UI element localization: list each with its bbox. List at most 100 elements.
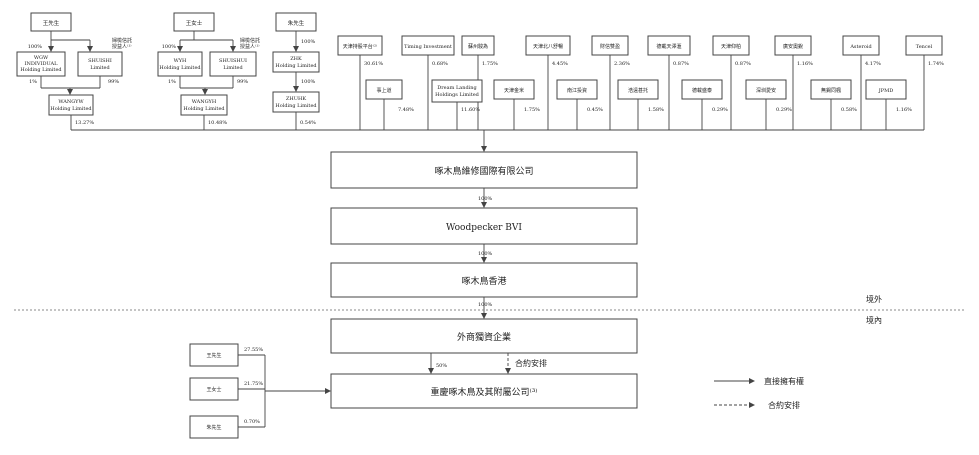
svg-text:99%: 99% — [108, 79, 119, 85]
svg-text:11.60%: 11.60% — [461, 107, 480, 113]
svg-text:1%: 1% — [168, 79, 176, 85]
svg-text:7.48%: 7.48% — [398, 107, 414, 113]
svg-text:100%: 100% — [478, 251, 493, 257]
wangyw-box — [48, 94, 94, 116]
svg-text:Holding Limited: Holding Limited — [20, 67, 62, 73]
svg-text:0.29%: 0.29% — [776, 107, 792, 113]
svg-text:4.17%: 4.17% — [865, 61, 881, 67]
svg-text:Holding Limited: Holding Limited — [275, 103, 317, 109]
svg-text:SHUISHI: SHUISHI — [88, 58, 112, 64]
svg-text:德載天澤滙: 德載天澤滙 — [656, 43, 681, 50]
bvi-box — [330, 207, 638, 245]
svg-text:Holding Limited: Holding Limited — [183, 106, 225, 112]
hk-name: 啄木鳥香港 — [461, 275, 506, 287]
svg-text:WYH: WYH — [174, 58, 187, 64]
wangyh-box — [180, 94, 228, 116]
svg-text:廣安奧銳: 廣安奧銳 — [783, 43, 803, 50]
svg-text:王女士: 王女士 — [206, 386, 221, 393]
svg-text:Tencel: Tencel — [916, 44, 933, 50]
svg-text:10.48%: 10.48% — [208, 120, 227, 126]
opco-name: 重慶啄木鳥及其附屬公司⁽³⁾ — [430, 386, 537, 398]
shuishui-box — [209, 51, 257, 77]
legend-direct-label: 直接擁有權 — [764, 376, 804, 386]
svg-text:王女士: 王女士 — [186, 19, 203, 27]
svg-text:JPMD: JPMD — [878, 88, 894, 94]
onshore-label: 境內 — [866, 315, 882, 325]
svg-text:WANGYH: WANGYH — [192, 99, 217, 105]
svg-text:1.75%: 1.75% — [524, 107, 540, 113]
svg-text:100%: 100% — [478, 196, 493, 202]
svg-text:0.45%: 0.45% — [587, 107, 603, 113]
zhk-box — [272, 51, 320, 73]
svg-text:0.87%: 0.87% — [735, 61, 751, 67]
svg-text:深圳愛安: 深圳愛安 — [756, 87, 776, 94]
svg-text:蘇州駿為: 蘇州駿為 — [468, 43, 488, 50]
svg-text:天津北八舒暢: 天津北八舒暢 — [533, 43, 563, 50]
company-name: 啄木鳥維修國際有限公司 — [434, 165, 533, 177]
bottom-holders: 王先生 27.55% 王女士 21.75% 朱先生 0.70% — [189, 343, 331, 439]
svg-text:財信雙盈: 財信雙盈 — [600, 43, 620, 50]
investor-box — [431, 79, 483, 103]
svg-text:天津持股平台⁽²⁾: 天津持股平台⁽²⁾ — [343, 43, 377, 50]
svg-text:德載盛泰: 德載盛泰 — [692, 87, 712, 94]
trust-label-2: 授益人⁽¹⁾ — [112, 43, 131, 50]
chain: 啄木鳥維修國際有限公司 100% Woodpecker BVI 100% 啄木鳥… — [14, 151, 966, 409]
contract-arrangement-label: 合約安排 — [515, 358, 547, 368]
legend: 直接擁有權 合約安排 — [714, 376, 804, 410]
svg-text:4.45%: 4.45% — [552, 61, 568, 67]
svg-text:Limited: Limited — [90, 65, 110, 71]
svg-text:Holdings Limited: Holdings Limited — [435, 92, 480, 98]
investors-row-1: 天津持股平台⁽²⁾ 30.61% Timing Investment 0.68%… — [337, 35, 944, 130]
svg-text:ZHUHK: ZHUHK — [286, 96, 306, 102]
wyh-box — [157, 51, 203, 77]
svg-text:50%: 50% — [436, 363, 447, 369]
svg-text:SHUISHUI: SHUISHUI — [219, 58, 247, 64]
svg-text:1.75%: 1.75% — [482, 61, 498, 67]
svg-text:1.16%: 1.16% — [896, 107, 912, 113]
wfoe-name: 外商獨資企業 — [457, 331, 511, 343]
svg-text:0.87%: 0.87% — [673, 61, 689, 67]
group-ms-wang: 王女士 100% 婦檢信託 授益人⁽¹⁾ WYH Holding Limited… — [157, 12, 260, 130]
svg-text:27.55%: 27.55% — [244, 347, 263, 353]
svg-text:ZHK: ZHK — [290, 56, 302, 62]
svg-text:100%: 100% — [301, 79, 316, 85]
legend-contract-label: 合約安排 — [768, 400, 800, 410]
svg-text:1.58%: 1.58% — [648, 107, 664, 113]
svg-text:Timing Investment: Timing Investment — [404, 44, 452, 50]
svg-text:Dream Landing: Dream Landing — [437, 85, 477, 91]
wfoe-box — [330, 318, 638, 354]
svg-text:天津金米: 天津金米 — [504, 87, 524, 94]
svg-text:浩遠甚托: 浩遠甚托 — [628, 87, 648, 94]
zhuhk-box — [272, 91, 320, 113]
svg-text:1.16%: 1.16% — [797, 61, 813, 67]
svg-text:朱先生: 朱先生 — [206, 424, 221, 431]
svg-text:Holding Limited: Holding Limited — [275, 63, 317, 69]
svg-text:王先生: 王先生 — [206, 352, 221, 359]
svg-text:21.75%: 21.75% — [244, 381, 263, 387]
svg-text:0.68%: 0.68% — [432, 61, 448, 67]
offshore-label: 境外 — [866, 294, 882, 304]
svg-text:30.61%: 30.61% — [364, 61, 383, 67]
svg-text:Asteroid: Asteroid — [849, 44, 872, 50]
investors-row-2: 事上道 7.48% Dream Landing Holdings Limited… — [365, 79, 912, 130]
svg-text:事上道: 事上道 — [376, 87, 391, 94]
bvi-name: Woodpecker BVI — [446, 223, 522, 233]
trust-label-1: 婦檢信託 — [112, 37, 132, 44]
group-mr-zhu: 朱先生 100% ZHK Holding Limited 100% ZHUHK … — [272, 12, 320, 130]
shuishi-box — [77, 51, 123, 77]
svg-text:100%: 100% — [478, 302, 493, 308]
svg-text:Limited: Limited — [223, 65, 243, 71]
svg-text:Holding Limited: Holding Limited — [50, 106, 92, 112]
svg-text:南江投資: 南江投資 — [567, 87, 587, 94]
svg-text:0.58%: 0.58% — [841, 107, 857, 113]
company-box — [330, 151, 638, 189]
svg-text:2.36%: 2.36% — [614, 61, 630, 67]
svg-text:授益人⁽¹⁾: 授益人⁽¹⁾ — [240, 43, 259, 50]
svg-text:13.27%: 13.27% — [75, 120, 94, 126]
svg-text:100%: 100% — [301, 39, 316, 45]
svg-text:1.74%: 1.74% — [928, 61, 944, 67]
svg-text:99%: 99% — [237, 79, 248, 85]
svg-text:朱先生: 朱先生 — [288, 19, 305, 27]
svg-text:0.29%: 0.29% — [712, 107, 728, 113]
